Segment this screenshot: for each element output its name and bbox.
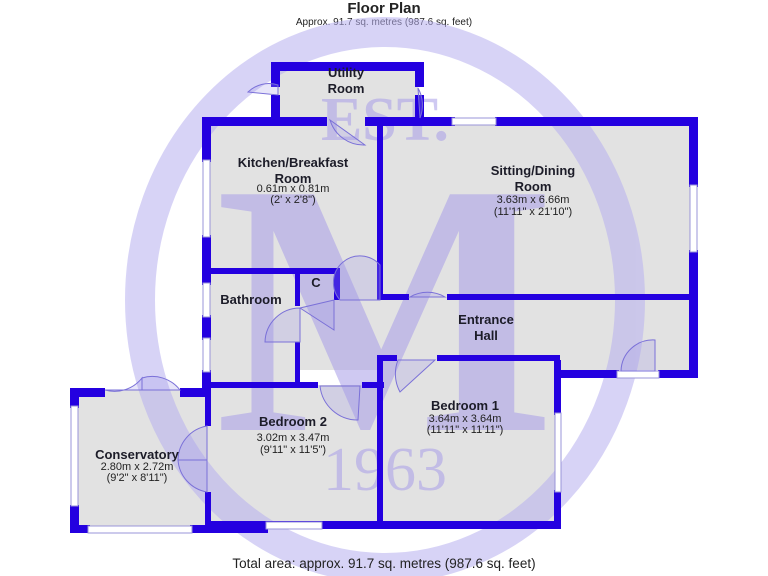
bedroom1-metric: 3.64m x 3.64m	[429, 413, 502, 425]
kitchen-floor	[210, 125, 380, 275]
sitting-name: Sitting/Dining	[491, 163, 576, 178]
bedroom1-name: Bedroom 1	[431, 398, 499, 413]
bedroom2-door	[319, 385, 361, 421]
bathroom-name: Bathroom	[220, 292, 281, 307]
sitting-name-2: Room	[515, 179, 552, 194]
kitchen-metric: 0.61m x 0.81m	[257, 183, 330, 195]
sitting-metric: 3.63m x 6.66m	[497, 194, 570, 206]
doors	[104, 83, 656, 493]
window	[554, 412, 562, 493]
utility-door-right	[417, 87, 423, 119]
windows	[70, 117, 698, 534]
bedroom2-metric: 3.02m x 3.47m	[257, 432, 330, 444]
watermark-year: 1963	[323, 436, 447, 504]
floors	[75, 70, 695, 530]
kitchen-name: Kitchen/Breakfast	[238, 155, 349, 170]
bedroom2-imperial: (9'11" x 11'5")	[260, 444, 326, 456]
kitchen-name-2: Room	[275, 171, 312, 186]
hall-door	[332, 255, 381, 301]
sitting-door	[408, 291, 447, 298]
page-title: Floor Plan	[347, 0, 421, 17]
bedroom1-door	[394, 359, 437, 393]
window	[265, 521, 323, 530]
sitting-imperial: (11'11" x 21'10")	[494, 206, 572, 218]
utility-room-name-2: Room	[328, 81, 365, 96]
bedroom1-imperial: (11'11" x 11'11")	[427, 424, 504, 436]
bedroom1-floor	[380, 360, 555, 525]
front-door	[620, 339, 656, 372]
bathroom-door	[264, 307, 301, 343]
cupboard-name: C	[311, 275, 321, 290]
utility-room-name: Utility	[328, 65, 365, 80]
room-labels: Utility Room Kitchen/Breakfast Room 0.61…	[95, 65, 575, 484]
window	[689, 184, 698, 253]
conservatory-metric: 2.80m x 2.72m	[101, 461, 174, 473]
window	[202, 282, 211, 318]
total-area: Total area: approx. 91.7 sq. metres (987…	[232, 556, 536, 571]
bedroom2-name: Bedroom 2	[259, 414, 327, 429]
hall-name: Entrance	[458, 312, 514, 327]
window	[87, 525, 193, 534]
front-door-threshold	[616, 370, 660, 379]
window	[202, 159, 211, 238]
bedroom2-side-door-bottom	[177, 459, 208, 493]
window	[202, 337, 211, 373]
hall-name-2: Hall	[474, 328, 498, 343]
kitchen-door	[329, 118, 367, 146]
bathroom-floor	[210, 270, 300, 385]
conservatory-imperial: (9'2" x 8'11")	[107, 472, 168, 484]
watermark-letter: M	[215, 109, 555, 508]
window	[70, 405, 79, 507]
utility-door-left	[246, 83, 279, 96]
cupboard-door	[298, 299, 335, 331]
conservatory-door-right	[141, 375, 182, 391]
utility-floor	[278, 70, 418, 125]
window	[451, 117, 497, 126]
conservatory-name: Conservatory	[95, 447, 180, 462]
kitchen-imperial: (2' x 2'8")	[270, 194, 315, 206]
